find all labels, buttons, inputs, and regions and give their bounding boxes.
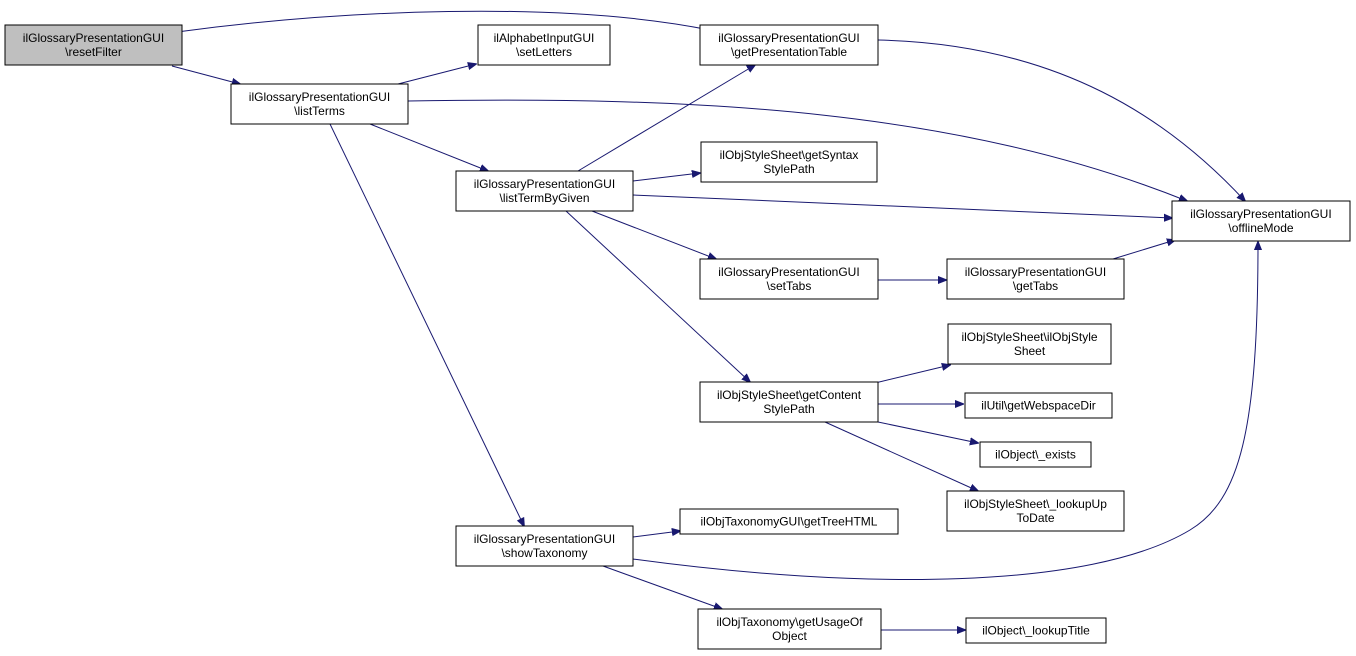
- node-label-line: ilObjStyleSheet\getSyntax: [720, 148, 859, 162]
- node-label-line: ilGlossaryPresentationGUI: [23, 31, 164, 45]
- node-ilObjStyleSheetCtor[interactable]: ilObjStyleSheet\ilObjStyleSheet: [947, 323, 1112, 365]
- node-box: [697, 608, 882, 650]
- node-offlineMode[interactable]: ilGlossaryPresentationGUI\offlineMode: [1171, 200, 1351, 242]
- node-box: [679, 508, 899, 535]
- node-label-line: ilObjStyleSheet\getContent: [717, 388, 862, 402]
- node-label-line: \resetFilter: [65, 45, 122, 59]
- edge-showTaxonomy-to-getUsageOfObject: [602, 565, 722, 609]
- node-box: [946, 490, 1125, 532]
- node-setTabs[interactable]: ilGlossaryPresentationGUI\setTabs: [699, 258, 879, 300]
- edge-resetFilter-to-listTerms: [171, 65, 240, 84]
- node-label-line: ilObjStyleSheet\_lookupUp: [964, 497, 1107, 511]
- edge-showTaxonomy-to-getTreeHTML: [632, 531, 680, 538]
- node-label-line: \getTabs: [1013, 279, 1058, 293]
- edge-listTerms-to-setLetters: [397, 64, 476, 85]
- node-label-line: ilGlossaryPresentationGUI: [718, 31, 859, 45]
- node-box: [1171, 200, 1351, 242]
- edge-getPresentationTable-to-offlineMode: [877, 39, 1245, 201]
- node-label-line: ilAlphabetInputGUI: [494, 31, 595, 45]
- node-label-line: \listTerms: [294, 104, 345, 118]
- node-label-line: ilObjStyleSheet\ilObjStyle: [961, 330, 1097, 344]
- node-box: [964, 392, 1113, 419]
- node-box: [455, 525, 634, 567]
- node-label-line: ilObject\_exists: [995, 448, 1076, 462]
- edge-listTermByGiven-to-setTabs: [591, 210, 716, 259]
- edge-listTerms-to-offlineMode: [407, 99, 1187, 201]
- node-getPresentationTable[interactable]: ilGlossaryPresentationGUI\getPresentatio…: [699, 24, 879, 66]
- node-box: [230, 83, 409, 125]
- edge-showTaxonomy-to-offlineMode: [632, 242, 1258, 581]
- node-box: [477, 24, 611, 66]
- node-label-line: ilGlossaryPresentationGUI: [474, 532, 615, 546]
- edge-listTermByGiven-to-offlineMode: [632, 194, 1172, 218]
- edge-listTermByGiven-to-getPresentationTable: [577, 65, 755, 172]
- node-resetFilter[interactable]: ilGlossaryPresentationGUI\resetFilter: [4, 24, 183, 66]
- node-exists[interactable]: ilObject\_exists: [979, 441, 1092, 468]
- edge-getContentStylePath-to-exists: [877, 421, 978, 443]
- node-label-line: StylePath: [763, 402, 814, 416]
- node-box: [455, 170, 634, 212]
- node-label-line: ilObjTaxonomy\getUsageOf: [716, 615, 863, 629]
- edge-getContentStylePath-to-ilObjStyleSheetCtor: [874, 365, 950, 384]
- node-box: [699, 24, 879, 66]
- node-label-line: \getPresentationTable: [731, 45, 847, 59]
- node-label-line: ilObjTaxonomyGUI\getTreeHTML: [701, 515, 878, 529]
- node-box: [4, 24, 183, 66]
- node-getTreeHTML[interactable]: ilObjTaxonomyGUI\getTreeHTML: [679, 508, 899, 535]
- node-box: [700, 141, 878, 183]
- edge-getContentStylePath-to-lookupUpToDate: [824, 421, 978, 491]
- node-label-line: ilGlossaryPresentationGUI: [1190, 207, 1331, 221]
- node-label-line: \setLetters: [516, 45, 572, 59]
- edge-listTermByGiven-to-getContentStylePath: [565, 210, 750, 382]
- node-label-line: \showTaxonomy: [501, 546, 587, 560]
- node-box: [699, 381, 879, 423]
- node-setLetters[interactable]: ilAlphabetInputGUI\setLetters: [477, 24, 611, 66]
- node-label-line: ilGlossaryPresentationGUI: [718, 265, 859, 279]
- node-label-line: ilGlossaryPresentationGUI: [474, 177, 615, 191]
- node-label-line: ilGlossaryPresentationGUI: [965, 265, 1106, 279]
- edge-resetFilter-to-getPresentationTable: [176, 10, 710, 32]
- node-label-line: ilObject\_lookupTitle: [982, 624, 1090, 638]
- node-label-line: \listTermByGiven: [499, 191, 589, 205]
- node-label-line: \setTabs: [767, 279, 812, 293]
- node-lookupTitle[interactable]: ilObject\_lookupTitle: [965, 617, 1107, 644]
- node-label-line: \offlineMode: [1228, 221, 1293, 235]
- node-label-line: Sheet: [1014, 344, 1046, 358]
- node-box: [979, 441, 1092, 468]
- node-showTaxonomy[interactable]: ilGlossaryPresentationGUI\showTaxonomy: [455, 525, 634, 567]
- node-box: [699, 258, 879, 300]
- node-getTabs[interactable]: ilGlossaryPresentationGUI\getTabs: [946, 258, 1125, 300]
- node-listTerms[interactable]: ilGlossaryPresentationGUI\listTerms: [230, 83, 409, 125]
- node-box: [947, 323, 1112, 365]
- node-getWebspaceDir[interactable]: ilUtil\getWebspaceDir: [964, 392, 1113, 419]
- node-label-line: StylePath: [763, 162, 814, 176]
- node-box: [946, 258, 1125, 300]
- node-box: [965, 617, 1107, 644]
- node-label-line: ToDate: [1016, 511, 1054, 525]
- edge-listTerms-to-showTaxonomy: [329, 123, 524, 526]
- edge-listTermByGiven-to-getSyntaxStylePath: [632, 173, 700, 182]
- edge-listTerms-to-listTermByGiven: [369, 123, 488, 171]
- node-label-line: Object: [772, 629, 807, 643]
- node-listTermByGiven[interactable]: ilGlossaryPresentationGUI\listTermByGive…: [455, 170, 634, 212]
- node-label-line: ilGlossaryPresentationGUI: [249, 90, 390, 104]
- node-label-line: ilUtil\getWebspaceDir: [981, 399, 1096, 413]
- edge-getTabs-to-offlineMode: [1112, 240, 1175, 260]
